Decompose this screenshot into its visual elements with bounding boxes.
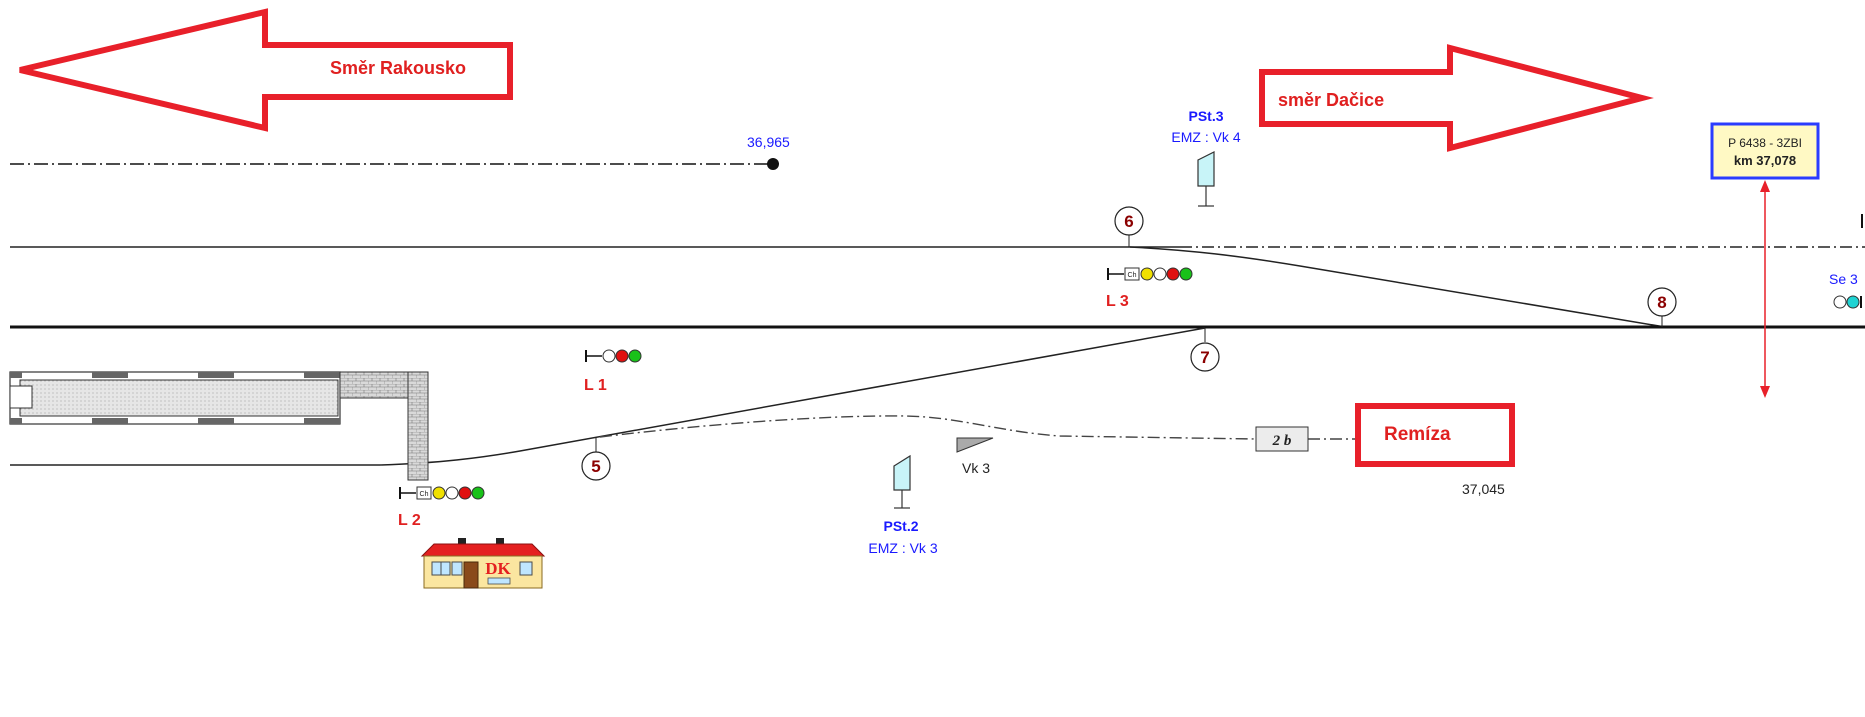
post-pst2: PSt.2 EMZ : Vk 3 [868,454,938,556]
arrow-left-rakousko: Směr Rakousko [19,8,513,132]
pst3-subtitle: EMZ : Vk 4 [1171,129,1240,145]
point-5: 5 [581,438,611,481]
signal-l1: L 1 [584,349,642,394]
track-upper [10,246,1865,328]
arrow-left-label: Směr Rakousko [330,58,466,78]
pst3-title: PSt.3 [1188,108,1223,124]
vk3-label: Vk 3 [962,460,990,476]
signal-se3: Se 3 [1829,271,1862,309]
point-6: 6 [1114,206,1144,247]
upper-dashdot-track: 36,965 [10,134,790,170]
track-2b-label: 2 b [1272,433,1292,449]
info-box-line2: km 37,078 [1734,153,1796,168]
signal-se3-label: Se 3 [1829,271,1858,287]
signal-l2: Ch L 2 [398,486,485,529]
pst2-subtitle: EMZ : Vk 3 [868,540,937,556]
point-8-label: 8 [1657,293,1666,312]
track-lower [10,327,1358,466]
signal-l3-label: L 3 [1106,293,1129,310]
point-7-label: 7 [1200,348,1209,367]
arrow-right-label: směr Dačice [1278,90,1384,110]
signal-l3: Ch L 3 [1106,267,1193,310]
point-5-label: 5 [591,457,600,476]
track-2b-box: 2 b [1255,426,1309,452]
building-dk: DK [420,538,546,589]
derailer-vk3: Vk 3 [956,437,994,476]
arrow-right-dacice: směr Dačice [1259,44,1654,152]
post-pst3: PSt.3 EMZ : Vk 4 [1171,108,1241,207]
point-8: 8 [1647,287,1677,327]
info-box-line1: P 6438 - 3ZBI [1728,136,1802,150]
platform [9,371,429,481]
remiza-box: Remíza 37,045 [1355,403,1515,497]
km-label-left: 36,965 [747,134,790,150]
km-label-right: 37,045 [1462,481,1505,497]
signal-l2-label: L 2 [398,512,421,529]
point-6-label: 6 [1124,212,1133,231]
building-label: DK [485,559,511,578]
pst2-title: PSt.2 [883,518,918,534]
remiza-label: Remíza [1384,424,1451,445]
signal-l1-label: L 1 [584,377,607,394]
point-7: 7 [1190,328,1220,372]
svg-text:Ch: Ch [1128,272,1137,279]
info-box-km: P 6438 - 3ZBI km 37,078 [1710,122,1820,398]
svg-text:Ch: Ch [420,491,429,498]
